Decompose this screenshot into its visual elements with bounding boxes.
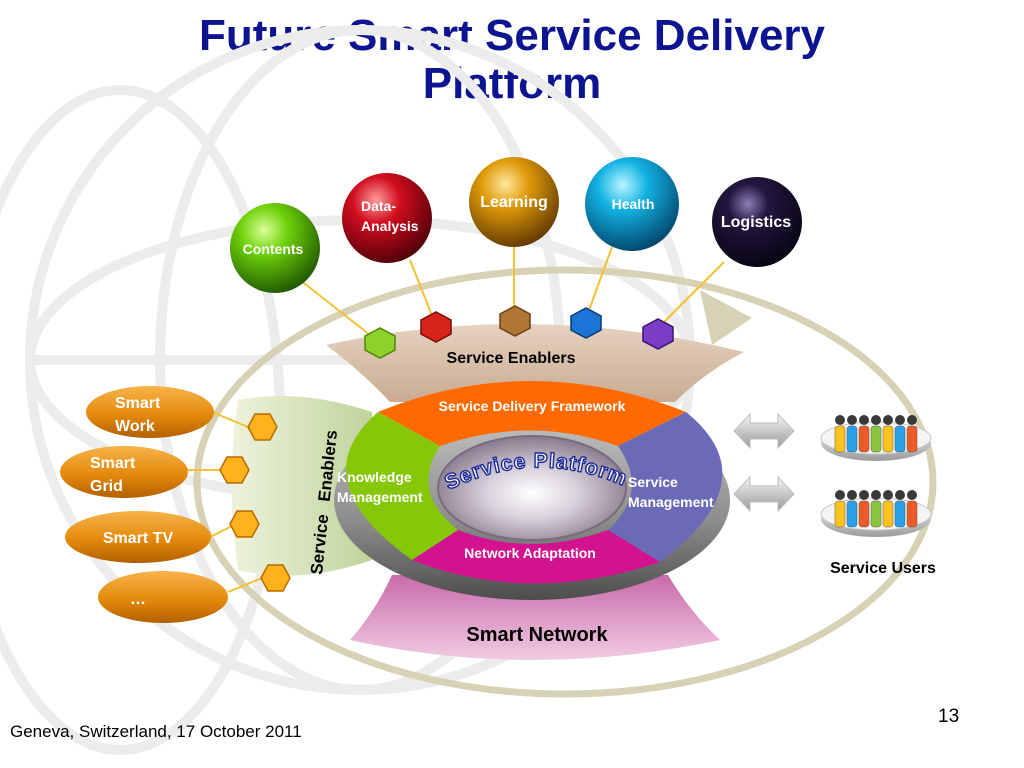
person-figure — [870, 415, 882, 453]
sphere-learning-label: Learning — [480, 194, 548, 211]
svg-text:Smart Grid: Smart Grid — [90, 455, 140, 495]
person-figure — [834, 490, 846, 528]
orbit-arrow — [193, 266, 937, 698]
sphere-logistics[interactable] — [712, 177, 802, 267]
person-figure — [846, 415, 858, 453]
pill-smart-work-label-1: Smart — [115, 395, 161, 412]
platform-ring — [345, 381, 723, 584]
person-figure — [870, 490, 882, 528]
person-figure — [858, 415, 870, 453]
person-figure — [906, 490, 918, 528]
gem-purple — [642, 318, 674, 350]
gem-red — [420, 311, 452, 343]
left-enablers-band — [231, 396, 372, 576]
person-figure — [882, 490, 894, 528]
sphere-contents[interactable] — [230, 203, 320, 293]
service-spheres: Contents Data- Analysis Learning Health … — [230, 157, 802, 293]
service-users-label: Service Users — [830, 560, 936, 577]
pill-more[interactable] — [98, 571, 228, 623]
sector-knowledge-management — [345, 412, 458, 560]
platform-center — [437, 435, 627, 541]
pill-smart-grid-label-2: Grid — [90, 478, 123, 495]
sphere-learning[interactable] — [469, 157, 559, 247]
person-figure — [906, 415, 918, 453]
sector-service-management — [608, 412, 723, 562]
hex-smart-tv — [229, 510, 260, 538]
enabler-gems — [364, 305, 674, 359]
left-connectors — [186, 411, 263, 593]
sector-network-adaptation — [412, 530, 660, 584]
pill-smart-work-label-2: Work — [115, 418, 155, 435]
svg-text:Smart Work: Smart Work — [115, 395, 165, 435]
left-hexagons — [219, 413, 291, 592]
sphere-data-analysis[interactable] — [342, 173, 432, 263]
pill-more-label: … — [130, 591, 146, 608]
user-group-top — [820, 415, 932, 461]
service-enablers-top-label: Service Enablers — [447, 350, 576, 367]
pill-smart-grid[interactable] — [60, 446, 188, 498]
footer-text: Geneva, Switzerland, 17 October 2011 — [10, 722, 302, 741]
sphere-health-label: Health — [612, 196, 655, 212]
pill-smart-grid-label-1: Smart — [90, 455, 136, 472]
person-figure — [894, 490, 906, 528]
gem-brown — [499, 305, 531, 337]
smart-network-label: Smart Network — [466, 624, 608, 646]
user-arrows — [733, 412, 795, 513]
pill-smart-tv[interactable] — [65, 511, 211, 563]
person-figure — [894, 415, 906, 453]
page-number: 13 — [938, 706, 960, 727]
user-group-bottom — [820, 490, 932, 537]
sphere-logistics-label: Logistics — [721, 214, 791, 231]
person-figure — [834, 415, 846, 453]
double-arrow-top — [733, 412, 795, 450]
network-adaptation-label: Network Adaptation — [464, 545, 596, 561]
gem-blue — [570, 307, 602, 339]
sphere-health[interactable] — [585, 157, 679, 251]
sector-service-delivery-framework — [378, 381, 686, 446]
hex-smart-grid — [219, 456, 250, 484]
service-management-label: Service Management — [628, 474, 714, 510]
person-figure — [846, 490, 858, 528]
hex-smart-work — [247, 413, 278, 441]
person-figure — [858, 490, 870, 528]
framework-label: Service Delivery Framework — [439, 398, 626, 414]
pill-smart-tv-label: Smart TV — [103, 530, 174, 547]
person-figure — [882, 415, 894, 453]
sphere-contents-label: Contents — [243, 241, 304, 257]
gem-green — [364, 327, 396, 359]
pill-smart-work[interactable] — [86, 386, 214, 438]
smart-network-band — [350, 575, 720, 660]
sphere-connectors — [299, 244, 725, 336]
left-items: Smart Work Smart Grid Smart TV … — [60, 386, 228, 623]
double-arrow-bottom — [733, 475, 795, 513]
hex-more — [260, 564, 291, 592]
knowledge-label: Knowledge Management — [337, 469, 423, 505]
service-enablers-band — [326, 324, 744, 402]
sphere-data-analysis-label: Data- Analysis — [361, 198, 419, 234]
